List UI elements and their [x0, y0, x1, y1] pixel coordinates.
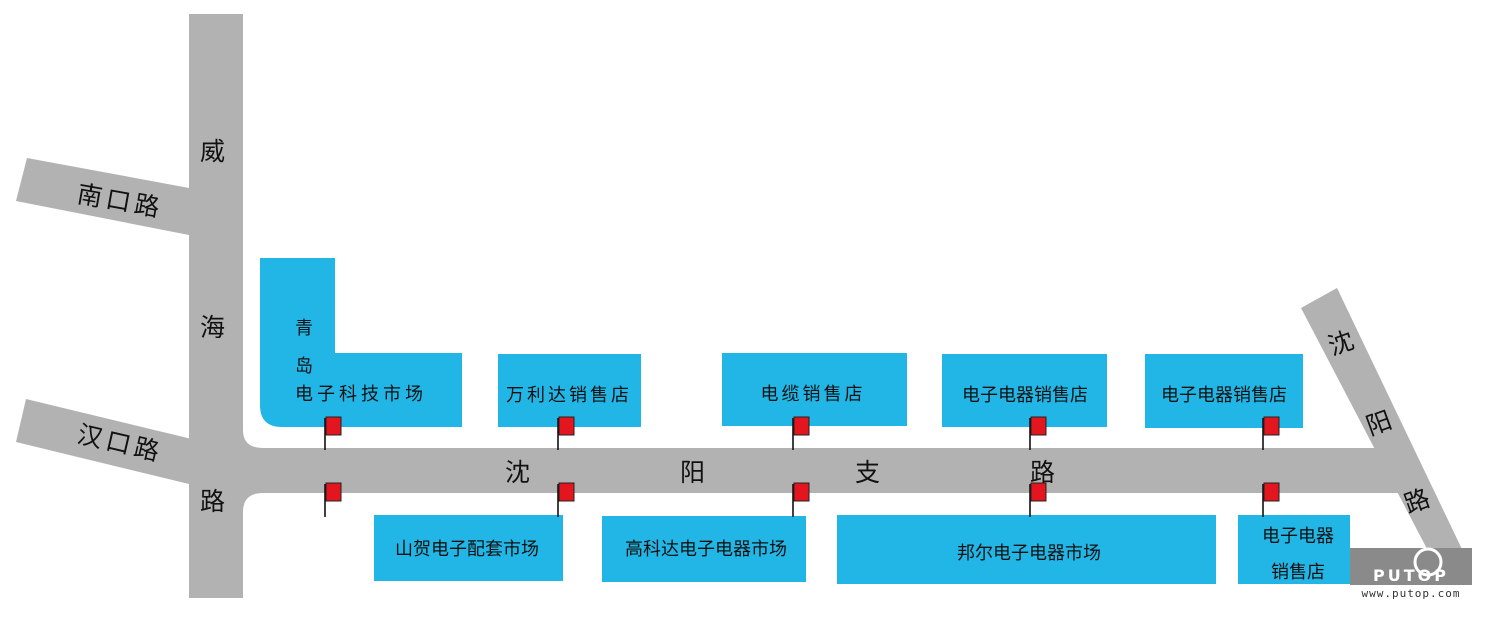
- block-dianqi-3: [1238, 515, 1350, 584]
- block-qingdao-market: [260, 258, 462, 427]
- road-nankou: [16, 158, 200, 235]
- flag-marker-icon: [793, 416, 810, 436]
- block-gaokeda: [602, 516, 806, 582]
- shop-label-gaokeda: 高科达电子电器市场: [625, 539, 787, 560]
- road-label-shenyangzhi-3: 支: [855, 458, 880, 487]
- road-hankou: [16, 399, 200, 484]
- road-label-weihai-1: 威: [200, 137, 225, 166]
- shop-label-qingdao-1: 青: [295, 318, 313, 339]
- road-label-shenyangzhi-1: 沈: [505, 458, 530, 487]
- flags: [324, 416, 1280, 517]
- watermark-brand: PUTOP: [1373, 566, 1449, 585]
- shop-label-qingdao-2: 岛: [295, 356, 313, 377]
- block-dianqi-1: [942, 354, 1107, 427]
- road-weihai: [189, 14, 243, 598]
- shop-label-bangeer: 邦尔电子电器市场: [957, 543, 1101, 564]
- flag-marker-icon: [325, 416, 342, 436]
- flag-marker-icon: [1263, 482, 1280, 502]
- road-shenyang: [1301, 288, 1471, 568]
- flag-marker-icon: [793, 482, 810, 502]
- flag-marker-icon: [1030, 482, 1047, 502]
- block-dianqi-2: [1145, 354, 1303, 428]
- road-label-shenyangzhi-4: 路: [1030, 458, 1055, 487]
- block-bangeer: [837, 515, 1216, 584]
- shop-labels: 青 岛 电子科技市场 万利达销售店 电缆销售店 电子电器销售店 电子电器销售店 …: [295, 318, 1334, 583]
- shop-label-dianqi-2: 电子电器销售店: [1161, 385, 1287, 406]
- road-label-shenyangzhi-2: 阳: [680, 458, 705, 487]
- shop-label-dianlan: 电缆销售店: [761, 384, 866, 405]
- watermark-logo-box: [1350, 548, 1472, 585]
- blocks: [260, 258, 1350, 584]
- shop-label-shanhe: 山贺电子配套市场: [395, 539, 539, 560]
- watermark: PUTOP www.putop.com: [1350, 547, 1472, 600]
- shop-label-dianqi-3a: 电子电器: [1262, 526, 1334, 547]
- block-wanlida: [498, 354, 641, 427]
- shop-label-qingdao-3: 电子科技市场: [295, 384, 427, 405]
- shop-label-wanlida: 万利达销售店: [506, 385, 632, 406]
- flag-marker-icon: [325, 482, 342, 502]
- watermark-logo-ring: [1413, 547, 1443, 577]
- flag-marker-icon: [558, 482, 575, 502]
- road-shenyangzhi: [243, 430, 1400, 512]
- flag-marker-icon: [1030, 416, 1047, 436]
- road-label-weihai-3: 路: [200, 487, 225, 516]
- watermark-url: www.putop.com: [1361, 587, 1460, 600]
- roads: [16, 14, 1471, 598]
- road-label-weihai-2: 海: [200, 313, 225, 342]
- flag-marker-icon: [558, 416, 575, 436]
- flag-marker-icon: [1263, 416, 1280, 436]
- block-shanhe: [374, 515, 563, 581]
- shop-label-dianqi-1: 电子电器销售店: [962, 385, 1088, 406]
- block-dianlan: [722, 353, 907, 426]
- shop-label-dianqi-3b: 销售店: [1271, 562, 1325, 583]
